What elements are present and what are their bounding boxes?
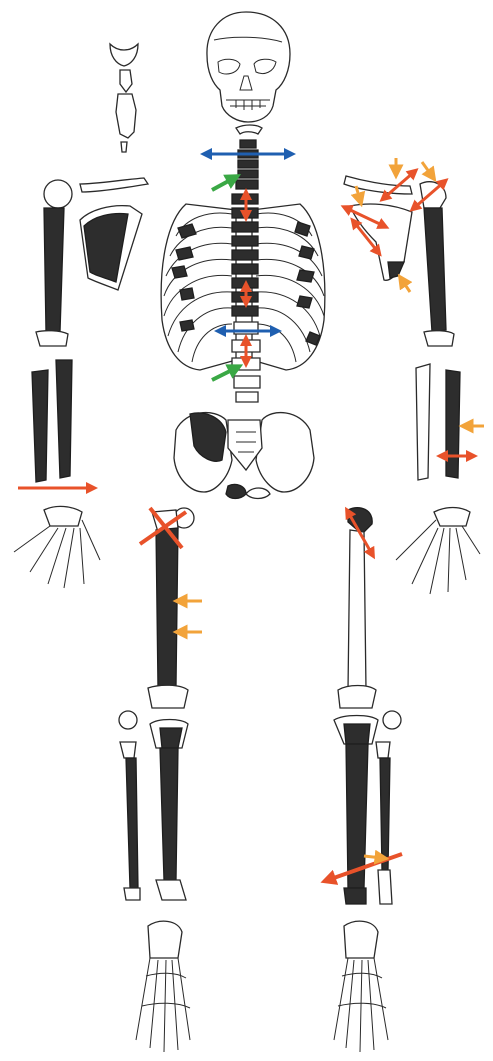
- femur-right: [148, 508, 194, 708]
- orange-arrow-left-scapula-lower: [402, 280, 410, 292]
- orange-arrow-left-fibula: [364, 856, 382, 858]
- forearm-right: [32, 360, 72, 482]
- green-arrow-upper: [212, 178, 234, 190]
- foot-right: [136, 921, 190, 1052]
- hyoid-fragment: [236, 125, 262, 134]
- cervical-vertebrae: [236, 140, 258, 189]
- pelvis: [174, 413, 314, 499]
- humerus-right: [36, 180, 72, 346]
- patella-right: [119, 711, 137, 729]
- humerus-left: [420, 182, 454, 346]
- foot-left: [334, 921, 388, 1052]
- sternum: [110, 44, 138, 152]
- leg-right: [120, 720, 188, 901]
- clavicle-right: [80, 178, 148, 192]
- hand-left: [396, 508, 480, 595]
- vertebral-column: [232, 140, 260, 402]
- clavicle-left: [344, 176, 412, 194]
- hand-right: [14, 506, 100, 588]
- femur-left: [338, 508, 376, 708]
- skull: [207, 12, 290, 122]
- forearm-left: [416, 364, 460, 480]
- orange-arrow-left-shoulder: [422, 162, 432, 176]
- patella-left: [383, 711, 401, 729]
- green-arrow-lower: [212, 368, 236, 380]
- scapula-right: [80, 206, 142, 290]
